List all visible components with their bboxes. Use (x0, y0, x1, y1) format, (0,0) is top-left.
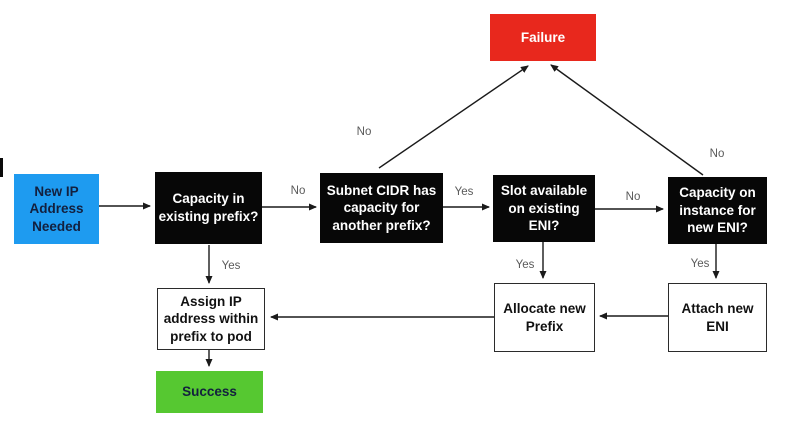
node-capacity-existing-prefix: Capacity in existing prefix? (155, 172, 262, 244)
arrow-instance-no-to-failure (550, 64, 704, 176)
node-failure: Failure (490, 14, 596, 61)
edge-label-capacity-yes: Yes (221, 260, 241, 272)
node-slot-available-eni: Slot available on existing ENI? (493, 175, 595, 242)
node-new-ip-needed: New IP Address Needed (14, 174, 99, 244)
left-edge-artifact (0, 158, 3, 177)
edge-label-capacity-no: No (290, 185, 306, 197)
node-assign-ip: Assign IP address within prefix to pod (157, 288, 265, 350)
node-success: Success (156, 371, 263, 413)
edge-label-instance-no: No (709, 148, 725, 160)
edge-label-slot-yes: Yes (515, 259, 535, 271)
edge-label-slot-no: No (625, 191, 641, 203)
node-attach-eni: Attach new ENI (668, 283, 767, 352)
edge-label-instance-yes: Yes (690, 258, 710, 270)
arrow-subnet-no-to-failure (378, 65, 529, 169)
edge-label-subnet-yes: Yes (454, 186, 474, 198)
node-allocate-prefix: Allocate new Prefix (494, 283, 595, 352)
node-capacity-instance-eni: Capacity on instance for new ENI? (668, 177, 767, 244)
edge-label-subnet-no: No (356, 126, 372, 138)
node-subnet-cidr-capacity: Subnet CIDR has capacity for another pre… (320, 173, 443, 243)
